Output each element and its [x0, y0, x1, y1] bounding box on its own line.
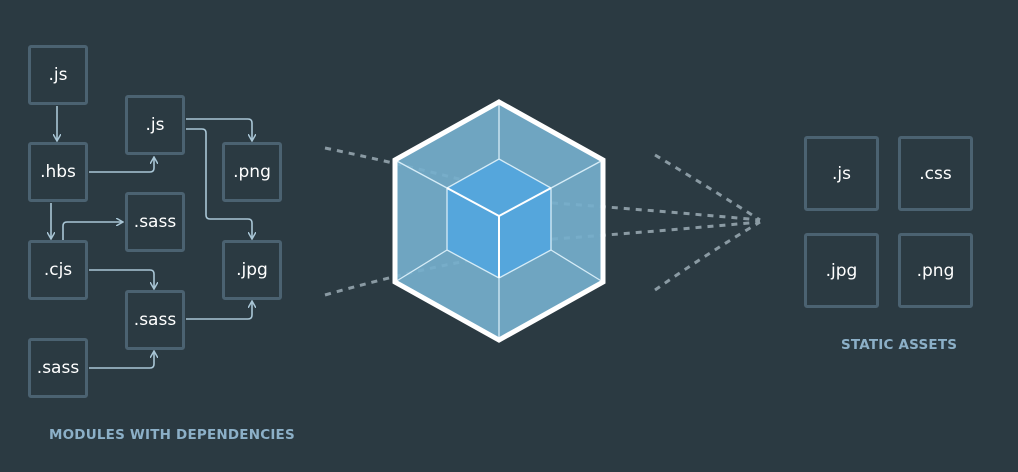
webpack-cube-logo: [392, 99, 606, 343]
module-box-cjs: .cjs: [28, 240, 88, 300]
assets-caption: STATIC ASSETS: [841, 337, 958, 353]
asset-box-js: .js: [804, 136, 879, 211]
module-box-js: .js: [28, 45, 88, 105]
asset-box-jpg: .jpg: [804, 233, 879, 308]
module-box-js-2: .js: [125, 95, 185, 155]
module-box-png: .png: [222, 142, 282, 202]
modules-caption: MODULES WITH DEPENDENCIES: [49, 427, 295, 443]
asset-box-png: .png: [898, 233, 973, 308]
dependency-arrows: [51, 106, 252, 369]
module-box-sass-3: .sass: [125, 290, 185, 350]
module-box-sass-2: .sass: [125, 192, 185, 252]
asset-box-css: .css: [898, 136, 973, 211]
module-box-hbs: .hbs: [28, 142, 88, 202]
module-box-jpg: .jpg: [222, 240, 282, 300]
module-box-sass: .sass: [28, 338, 88, 398]
